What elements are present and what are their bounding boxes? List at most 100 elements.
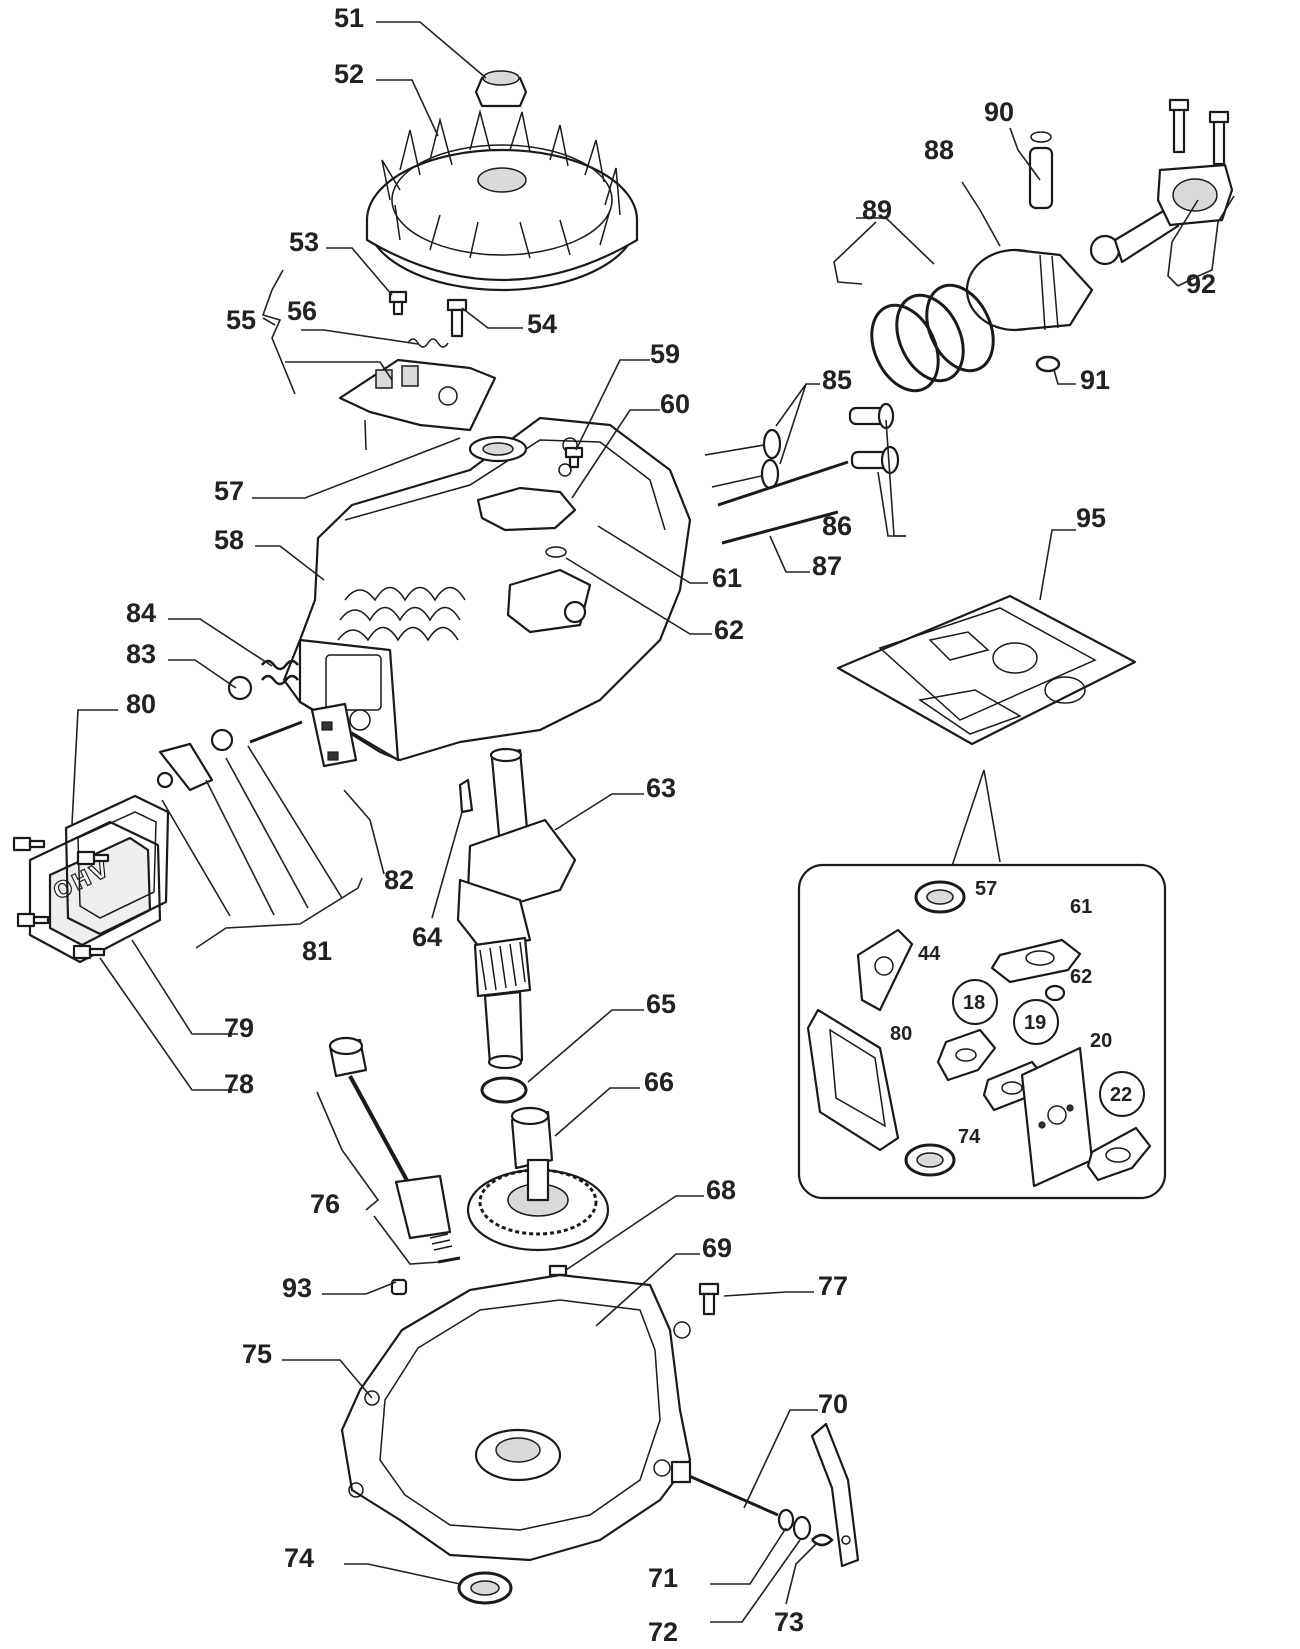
- inset-label-74: 74: [958, 1126, 981, 1148]
- valve-cover-gasket-part: [64, 794, 170, 936]
- callout-52: 52: [334, 59, 364, 89]
- inset-label-61: 61: [1070, 896, 1092, 918]
- cylinder-block-part: [282, 416, 692, 762]
- key-64-part: [458, 778, 474, 814]
- gasket-kit-bag-part: [836, 594, 1137, 746]
- governor-shaft-part: [670, 1460, 779, 1517]
- callout-53: 53: [289, 227, 319, 257]
- callout-91: 91: [1080, 365, 1110, 395]
- inset-label-22: 22: [1110, 1084, 1132, 1106]
- callout-64: 64: [412, 922, 442, 952]
- callout-labels: 51 52 53 54 55 56 57 58 59 60 61 62 63 6…: [126, 3, 1216, 1647]
- callout-86: 86: [822, 511, 852, 541]
- piston-part: [965, 248, 1094, 332]
- inset-label-19: 19: [1024, 1012, 1046, 1034]
- callout-66: 66: [644, 1067, 674, 1097]
- callout-72: 72: [648, 1617, 678, 1647]
- washer-72-part: [792, 1515, 812, 1541]
- callout-63: 63: [646, 773, 676, 803]
- callout-75: 75: [242, 1339, 272, 1369]
- callout-65: 65: [646, 989, 676, 1019]
- callout-54: 54: [527, 309, 557, 339]
- callout-95: 95: [1076, 503, 1106, 533]
- starter-bracket-part: [338, 358, 497, 451]
- push-rods-part: [717, 460, 849, 545]
- spring-56-part: [407, 338, 449, 348]
- crankshaft-part: [456, 747, 577, 1070]
- callout-82: 82: [384, 865, 414, 895]
- bolt-77-part: [698, 1282, 720, 1316]
- callout-61: 61: [712, 563, 742, 593]
- callout-87: 87: [812, 551, 842, 581]
- callout-57: 57: [214, 476, 244, 506]
- inset-label-62: 62: [1070, 966, 1092, 988]
- callout-80: 80: [126, 689, 156, 719]
- callout-58: 58: [214, 525, 244, 555]
- inset-gasket-80: [806, 1008, 900, 1152]
- callout-59: 59: [650, 339, 680, 369]
- connecting-rod-part: [1089, 98, 1234, 266]
- callout-68: 68: [706, 1175, 736, 1205]
- callout-71: 71: [648, 1563, 678, 1593]
- dowel-pin-93-part: [390, 1278, 408, 1296]
- inset-label-18: 18: [963, 992, 985, 1014]
- callout-70: 70: [818, 1389, 848, 1419]
- callout-62: 62: [714, 615, 744, 645]
- callout-69: 69: [702, 1233, 732, 1263]
- callout-88: 88: [924, 135, 954, 165]
- clip-73-part: [811, 1533, 834, 1547]
- callout-76: 76: [310, 1189, 340, 1219]
- callout-60: 60: [660, 389, 690, 419]
- screw-54-part: [446, 298, 468, 338]
- flywheel-part: [365, 109, 639, 292]
- callout-90: 90: [984, 97, 1014, 127]
- callout-92: 92: [1186, 269, 1216, 299]
- valve-cover-part: OHV: [28, 820, 162, 964]
- breather-part: [156, 659, 358, 792]
- callout-78: 78: [224, 1069, 254, 1099]
- inset-gasket-44: [856, 928, 914, 1012]
- washer-71-part: [777, 1508, 795, 1532]
- callout-79: 79: [224, 1013, 254, 1043]
- gasket-kit-inset: 57 61 44 62 18 19 20 80 22 74: [797, 863, 1167, 1200]
- callout-89: 89: [862, 195, 892, 225]
- governor-arm-part: [810, 1422, 860, 1568]
- camshaft-part: [466, 1106, 610, 1252]
- circlip-91-part: [1035, 355, 1061, 373]
- callout-84: 84: [126, 598, 156, 628]
- piston-pin-part: [1028, 131, 1054, 210]
- tappets-part: [848, 402, 900, 475]
- screw-53-part: [388, 290, 408, 316]
- cover-bolts-part: [12, 836, 110, 960]
- callout-55: 55: [226, 305, 256, 335]
- inset-gasket-61: [990, 938, 1082, 984]
- callout-85: 85: [822, 365, 852, 395]
- oil-seal-74-part: [457, 1571, 513, 1605]
- inset-label-20: 20: [1090, 1030, 1112, 1052]
- callout-51: 51: [334, 3, 364, 33]
- callout-74: 74: [284, 1543, 314, 1573]
- flywheel-nut-part: [474, 70, 528, 108]
- crankcase-cover-part: [340, 1273, 692, 1562]
- callout-56: 56: [287, 296, 317, 326]
- callout-81: 81: [302, 936, 332, 966]
- inset-label-80: 80: [890, 1023, 912, 1045]
- callout-77: 77: [818, 1271, 848, 1301]
- callout-83: 83: [126, 639, 156, 669]
- piston-rings-part: [870, 283, 995, 393]
- inset-seal-57: [914, 880, 966, 914]
- inset-label-57: 57: [975, 878, 997, 900]
- leader-lines: [71, 21, 1235, 1623]
- valves-part: [704, 428, 782, 490]
- callout-73: 73: [774, 1607, 804, 1637]
- callout-93: 93: [282, 1273, 312, 1303]
- inset-seal-74: [904, 1143, 956, 1177]
- inset-oring-62: [1044, 984, 1066, 1002]
- dipstick-part: [328, 1036, 461, 1264]
- inset-gasket-18: [936, 1028, 997, 1082]
- gasket-62-part: [545, 546, 567, 558]
- oil-seal-65-part: [480, 1076, 528, 1104]
- inset-label-44: 44: [918, 943, 941, 965]
